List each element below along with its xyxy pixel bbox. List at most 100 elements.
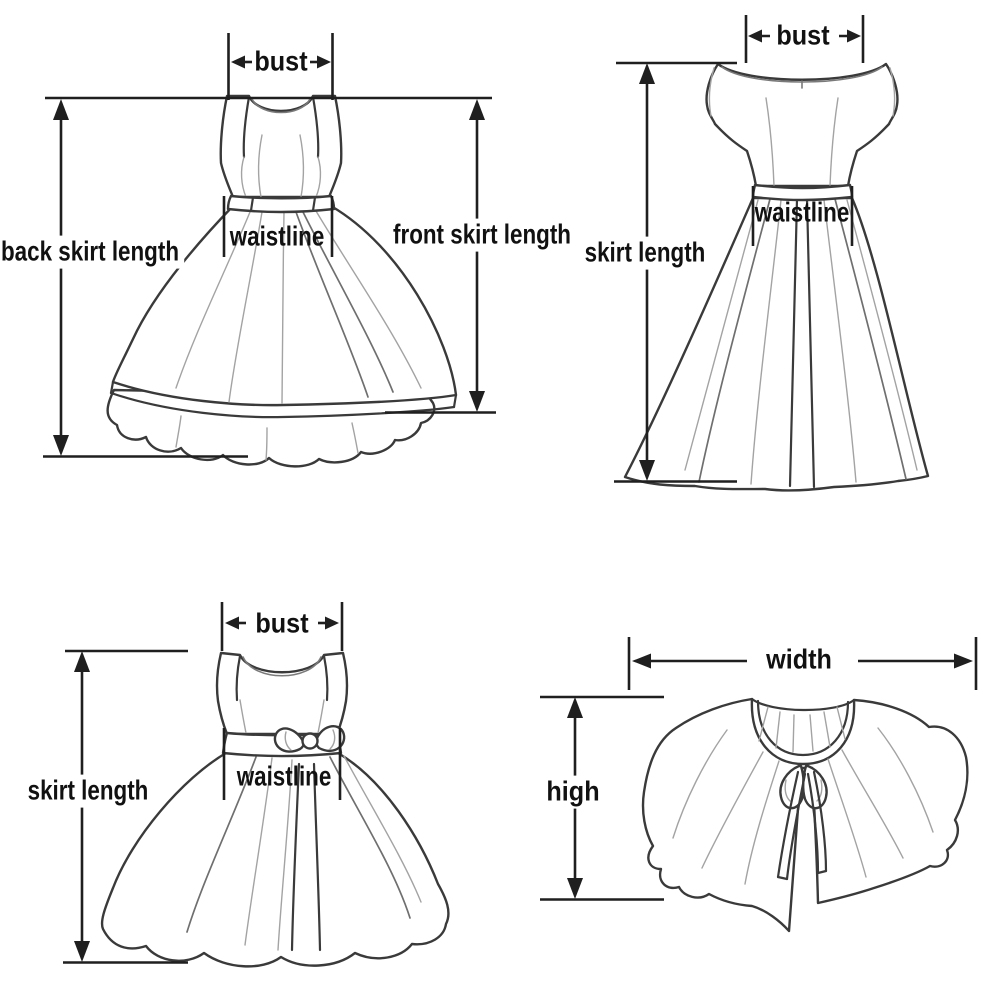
- collar-inner-line: [251, 98, 311, 114]
- bodice-seam: [239, 699, 247, 734]
- arrow-head: [53, 99, 69, 120]
- pleat-line: [290, 762, 301, 952]
- gather-ray: [823, 711, 831, 748]
- fold-line: [281, 211, 285, 404]
- strap-inner-edge: [242, 95, 251, 159]
- waistband-tick: [249, 196, 255, 212]
- label-bust-dress1: bust: [254, 45, 308, 77]
- waistband-tick: [311, 196, 317, 212]
- fold-line: [877, 727, 934, 833]
- underskirt-ruffle: [106, 388, 436, 468]
- gather-ray: [836, 706, 846, 740]
- fold-line: [343, 755, 422, 903]
- arrow-head: [639, 63, 655, 84]
- fold-line: [295, 211, 369, 398]
- label-waistline-dress3: waistline: [236, 760, 332, 792]
- bodice-seam: [240, 156, 247, 198]
- bodice-seam: [315, 156, 322, 198]
- label-width-cape: width: [766, 643, 832, 675]
- fold-line: [846, 199, 918, 471]
- cape-measurements: [540, 637, 978, 901]
- bodice-outline: [215, 651, 349, 736]
- fold-line: [823, 199, 857, 483]
- dress1-drawing: [106, 94, 458, 468]
- arrow-head: [53, 435, 69, 456]
- fold-line: [315, 210, 422, 389]
- arrow-head: [317, 55, 331, 69]
- ribbon-tail: [776, 770, 800, 879]
- fold-line: [834, 198, 907, 480]
- fold-line: [701, 751, 764, 869]
- arrow-head: [225, 616, 239, 630]
- label-skirt-length-dress2: skirt length: [579, 236, 711, 270]
- arrow-head: [567, 878, 583, 899]
- label-skirt-length-dress3: skirt length: [22, 774, 154, 808]
- ribbon-tail: [812, 770, 828, 873]
- cape-outline: [641, 697, 969, 933]
- arrow-head: [231, 55, 245, 69]
- gather-ray: [792, 714, 795, 753]
- label-high-cape: high: [541, 775, 605, 809]
- bodice-outline: [705, 62, 899, 188]
- fold-line: [744, 760, 780, 885]
- pleat-line: [805, 197, 816, 489]
- skirt-outline: [100, 751, 450, 968]
- collar-inner-line: [242, 656, 322, 677]
- bodice-seam: [299, 134, 305, 198]
- bow-crease: [329, 729, 336, 750]
- fold-line: [684, 199, 759, 471]
- gather-ray: [758, 706, 769, 742]
- strap-inner-edge: [235, 654, 242, 702]
- gather-ray: [809, 714, 814, 752]
- cape-drawing: [641, 697, 969, 933]
- dress2-measurements: [614, 15, 865, 483]
- fold-line: [277, 759, 293, 951]
- sleeve-seam: [708, 67, 715, 117]
- dress2-drawing: [623, 62, 930, 492]
- label-bust-dress2: bust: [776, 19, 830, 51]
- arrow-head: [954, 653, 973, 669]
- dress1-measurements: [43, 33, 496, 458]
- dart-line: [765, 97, 775, 187]
- bodice-outline: [219, 94, 343, 199]
- fold-line: [244, 757, 273, 946]
- hem-band-cap: [452, 393, 458, 409]
- bow-crease: [784, 779, 791, 802]
- neck-top-edge: [750, 697, 856, 712]
- strap-inner-edge: [322, 654, 329, 702]
- bow-crease: [816, 779, 823, 802]
- dart-line: [829, 97, 839, 187]
- fold-line: [186, 756, 257, 933]
- ruffle-divider: [351, 422, 359, 454]
- sleeve-seam: [889, 67, 896, 117]
- fold-line: [827, 758, 867, 878]
- arrow-head: [74, 941, 90, 962]
- bodice-seam: [257, 134, 263, 198]
- arrow-head: [748, 29, 762, 43]
- fold-line: [750, 199, 782, 485]
- arrow-head: [469, 391, 485, 412]
- fold-line: [175, 211, 251, 389]
- fold-line: [302, 211, 394, 393]
- gather-ray: [775, 711, 781, 749]
- label-waistline-dress2: waistline: [754, 196, 850, 228]
- ribbon-tail-end: [816, 869, 828, 875]
- ruffle-divider: [265, 427, 268, 461]
- label-back-skirt-length: back skirt length: [0, 235, 184, 269]
- label-bust-dress3: bust: [255, 607, 309, 639]
- fold-line: [698, 198, 771, 483]
- label-waistline-dress1: waistline: [229, 220, 325, 252]
- waistband: [226, 194, 336, 214]
- ribbon-tail-end: [776, 875, 789, 881]
- arrow-head: [74, 651, 90, 672]
- bodice-seam: [317, 699, 325, 734]
- arrow-head: [567, 697, 583, 718]
- strap-inner-edge: [311, 95, 320, 159]
- arrow-head: [847, 29, 861, 43]
- bow-knot: [301, 732, 319, 750]
- arrow-head: [632, 653, 651, 669]
- fold-line: [228, 211, 263, 403]
- label-front-skirt-length: front skirt length: [388, 218, 576, 252]
